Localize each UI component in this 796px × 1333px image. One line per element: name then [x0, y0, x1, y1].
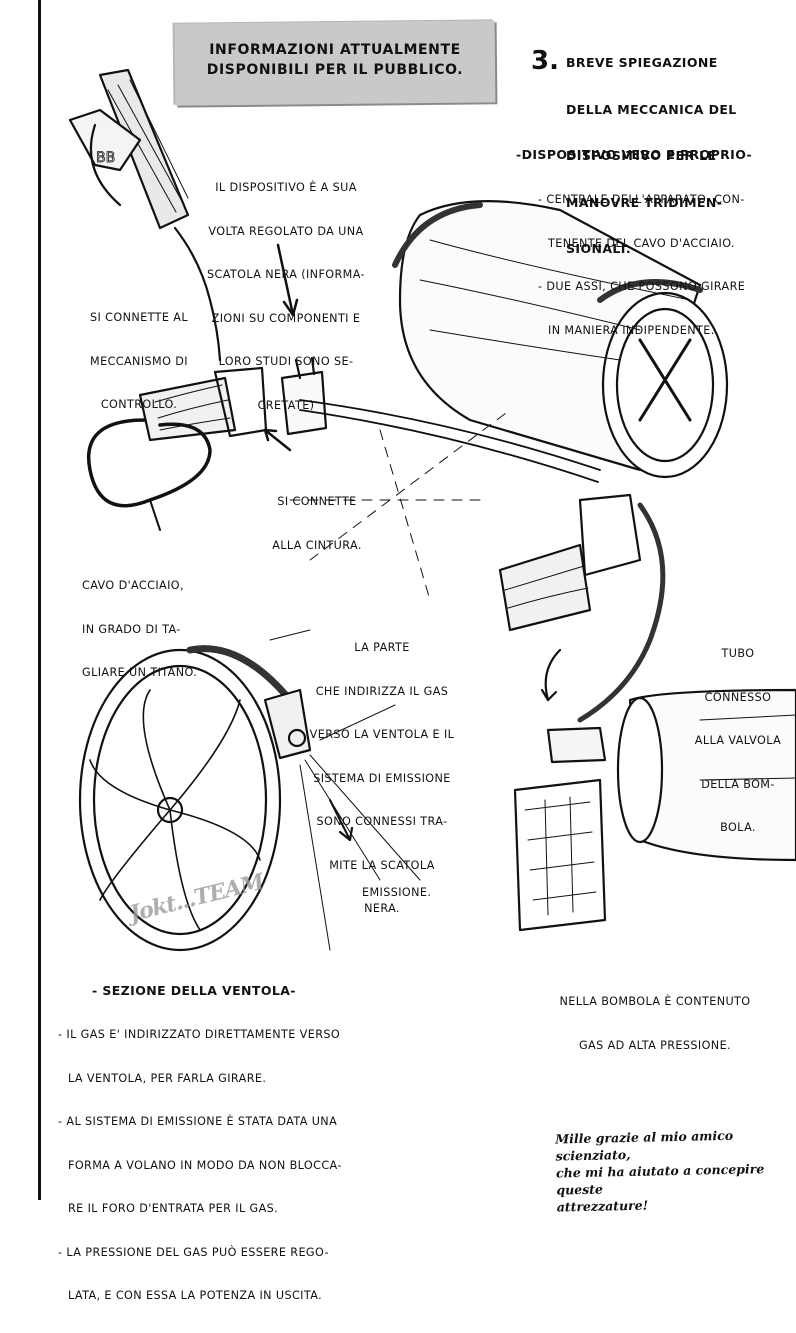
note-line: SONO CONNESSI TRA- — [316, 815, 448, 828]
fan-drawing — [78, 645, 312, 952]
note-line: GAS AD ALTA PRESSIONE. — [578, 1038, 731, 1052]
emission-label: EMISSIONE. — [362, 886, 432, 899]
thanks-line: Mille grazie al mio amico scienziato, — [555, 1127, 734, 1164]
section-title-line: MANOVRE TRIDIMEN- — [566, 194, 723, 210]
section-title-line: BREVE SPIEGAZIONE — [566, 55, 718, 70]
info-banner-text: INFORMAZIONI ATTUALMENTE DISPONIBILI PER… — [190, 40, 480, 80]
note-line: NERA. — [364, 902, 400, 915]
canister-drawing — [392, 200, 729, 479]
note-line: MECCANISMO DI — [90, 354, 188, 368]
note-line: SISTEMA DI EMISSIONE — [313, 771, 451, 785]
note-line: GLIARE UN TITANO. — [82, 666, 198, 679]
note-line: CRETATE) — [257, 398, 315, 412]
device-point: - CENTRALE DELL'APPARATO, CON- — [538, 193, 745, 206]
right-grip-drawing — [498, 493, 642, 632]
manga-page: BB — [38, 0, 796, 1302]
fan-section-heading: - SEZIONE DELLA VENTOLA- — [92, 983, 296, 998]
control-handle-drawing: BB — [68, 68, 222, 362]
fan-point: LA VENTOLA, PER FARLA GIRARE. — [68, 1071, 267, 1085]
note-line: SCATOLA NERA (INFORMA- — [207, 268, 365, 281]
note-line: NELLA BOMBOLA È CONTENUTO — [559, 995, 751, 1008]
note-line: CONNESSO — [704, 690, 772, 704]
device-points: - CENTRALE DELL'APPARATO, CON- TENENTE D… — [538, 164, 745, 367]
device-point: - DUE ASSI, CHE POSSONO GIRARE — [538, 280, 746, 293]
cable-note: CAVO D'ACCIAIO, IN GRADO DI TA- GLIARE U… — [82, 550, 197, 710]
fan-point: LATA, E CON ESSA LA POTENZA IN USCITA. — [68, 1289, 323, 1302]
note-line: LA PARTE — [354, 641, 410, 654]
note-line: TUBO — [721, 647, 755, 660]
banner-line-2: DISPONIBILI PER IL PUBBLICO. — [206, 62, 464, 78]
fan-point: FORMA A VOLANO IN MODO DA NON BLOCCA- — [68, 1158, 342, 1172]
section-title: BREVE SPIEGAZIONE DELLA MECCANICA DEL DI… — [566, 24, 737, 288]
banner-line-1: INFORMAZIONI ATTUALMENTE — [209, 42, 461, 58]
tube-drawing — [577, 502, 666, 723]
section-title-line: SIONALI. — [566, 241, 631, 256]
note-line: DELLA BOM- — [701, 777, 775, 791]
device-illustration: BB — [68, 68, 796, 952]
thanks-line: attrezzature! — [556, 1197, 649, 1215]
fan-section-points: - IL GAS E' INDIRIZZATO DIRETTAMENTE VER… — [58, 999, 342, 1333]
fan-point: - AL SISTEMA DI EMISSIONE È STATA DATA U… — [58, 1115, 338, 1128]
svg-text:BB: BB — [96, 150, 115, 166]
note-line: BOLA. — [720, 821, 756, 834]
thanks-line: che mi ha aiutato a concepire queste — [555, 1161, 765, 1198]
note-line: VERSO LA VENTOLA E IL — [309, 728, 455, 741]
page-spine-line — [38, 0, 41, 1200]
tank-note: NELLA BOMBOLA È CONTENUTO GAS AD ALTA PR… — [545, 966, 765, 1082]
gas-tank-drawing — [513, 688, 796, 932]
note-line: ZIONI SU COMPONENTI E — [211, 311, 361, 325]
note-line: IL DISPOSITIVO È A SUA — [215, 181, 357, 194]
section-title-line: DISPOSITIVO PER LE — [566, 148, 717, 163]
note-line: SI CONNETTE — [277, 495, 357, 508]
note-line: SI CONNETTE AL — [90, 311, 188, 324]
note-line: MITE LA SCATOLA — [329, 858, 435, 872]
device-heading: -DISPOSITIVO VERO E PROPRIO- — [516, 147, 753, 162]
fan-point: - IL GAS E' INDIRIZZATO DIRETTAMENTE VER… — [58, 1028, 341, 1041]
note-line: CHE INDIRIZZA IL GAS — [315, 684, 449, 698]
note-line: ALLA VALVOLA — [694, 734, 782, 747]
section-title-line: DELLA MECCANICA DEL — [566, 101, 737, 117]
thanks-note: Mille grazie al mio amico scienziato, ch… — [555, 1125, 796, 1215]
device-point: TENENTE DEL CAVO D'ACCIAIO. — [548, 236, 735, 250]
gas-part-note: LA PARTE CHE INDIRIZZA IL GAS VERSO LA V… — [296, 612, 468, 946]
fan-point: - LA PRESSIONE DEL GAS PUÒ ESSERE REGO- — [58, 1245, 329, 1259]
belt-note: SI CONNETTE ALLA CINTURA. — [262, 466, 372, 582]
control-note: SI CONNETTE AL MECCANISMO DI CONTROLLO. — [74, 282, 204, 442]
device-point: IN MANIERA INDIPENDENTE. — [548, 323, 715, 337]
note-line: CAVO D'ACCIAIO, — [82, 579, 184, 592]
note-line: LORO STUDI SONO SE- — [218, 355, 354, 368]
note-line: IN GRADO DI TA- — [82, 622, 181, 636]
fan-point: RE IL FORO D'ENTRATA PER IL GAS. — [68, 1202, 279, 1215]
section-number: 3. — [531, 46, 559, 76]
note-line: ALLA CINTURA. — [272, 538, 362, 552]
note-line: VOLTA REGOLATO DA UNA — [208, 224, 364, 238]
tube-note: TUBO CONNESSO ALLA VALVOLA DELLA BOM- BO… — [686, 618, 790, 865]
note-line: CONTROLLO. — [100, 398, 178, 411]
black-box-note: IL DISPOSITIVO È A SUA VOLTA REGOLATO DA… — [196, 152, 376, 442]
